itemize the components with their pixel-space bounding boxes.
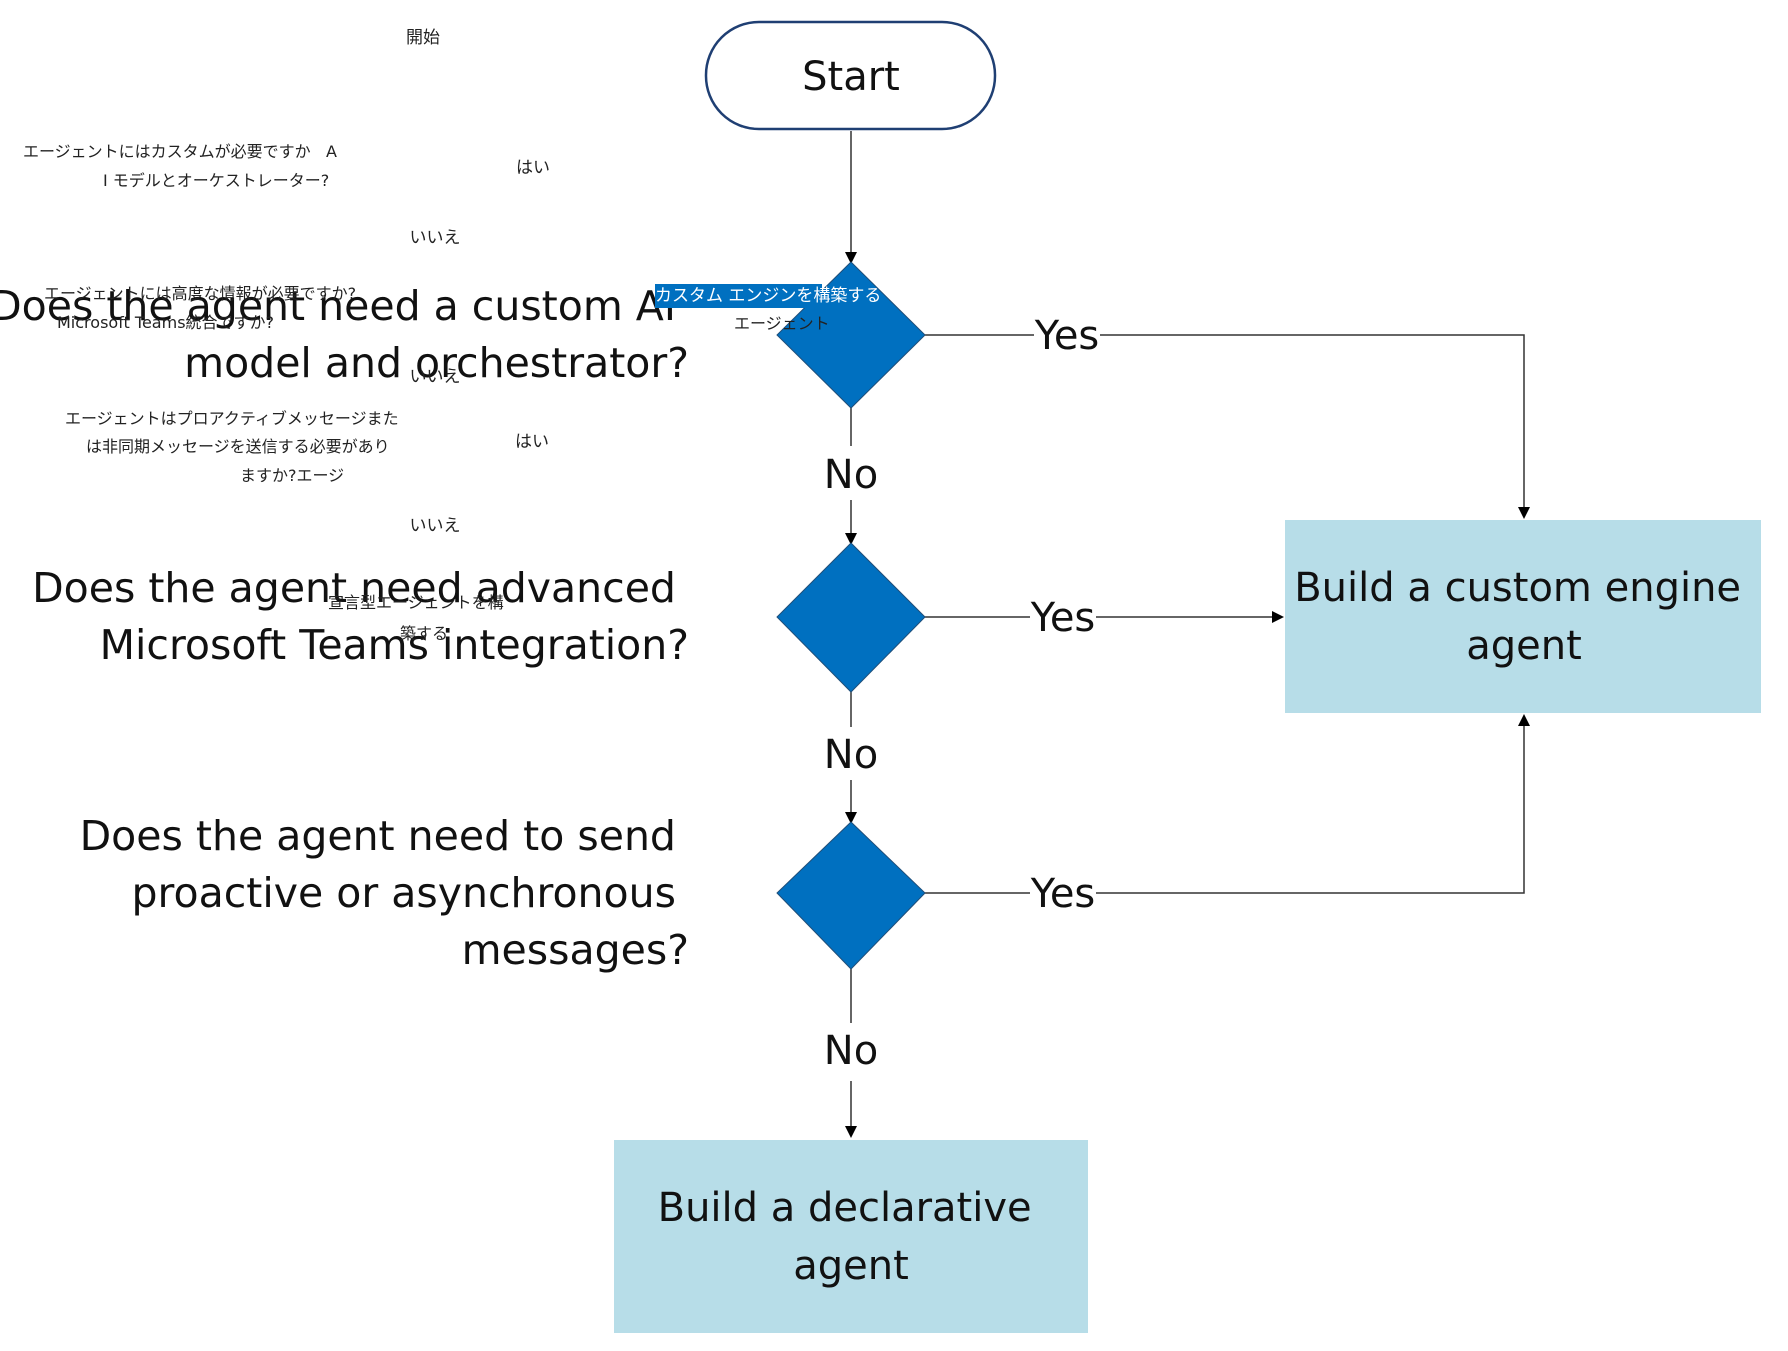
ja-q1-yes: はい [516,158,550,178]
q1-yes-arrow-tail [1100,334,1530,519]
svg-text:Does the agent need advanced: Does the agent need advanced Microsoft T… [32,564,689,669]
ja-declarative-line-2: 築する [400,624,448,643]
ja-start-label: 開始 [406,28,440,48]
ja-custom-outcome-line-2: エージェント [734,314,830,333]
ja-highlight-box [655,284,822,308]
question-3-line-3: messages? [462,926,689,974]
q3-yes-label: Yes [1030,871,1096,917]
question-3-line-2: proactive or asynchronous [132,869,676,917]
question-1: Does the agent need a custom AI model an… [0,282,689,387]
outcome-custom-engine: Build a custom engine agent [1285,520,1761,713]
q2-no-label: No [824,732,878,778]
question-1-line-1: Does the agent need a custom AI [0,282,676,330]
ja-q1-line-2: A [326,142,337,161]
ja-q2-line-1: エージェントには高度な情報が必要ですか? [44,284,356,303]
outcome-custom-line-2: agent [1466,623,1582,669]
ja-q3-no: いいえ [410,516,461,536]
ja-custom-outcome-line-1: カスタム エンジンを構築する [655,286,881,306]
ja-q1-no: いいえ [410,228,461,248]
ja-q3-yes: はい [515,432,549,452]
q3-no-label: No [824,1028,878,1074]
ja-q1-line-1: エージェントにはカスタムが必要ですか [23,142,311,161]
ja-q3-line-1: エージェントはプロアクティブメッセージまた [65,409,399,428]
ja-q3-line-2: は非同期メッセージを送信する必要があり [86,437,390,456]
outcome-declarative-line-1: Build a declarative [658,1185,1032,1231]
q3-yes-arrow-tail [1096,714,1530,894]
outcome-declarative-line-2: agent [793,1243,909,1289]
ja-q2-no: いいえ [410,367,461,387]
question-3: Does the agent need to send proactive or… [80,812,689,974]
start-terminal: Start [704,20,997,131]
outcome-declarative: Build a declarative agent [614,1140,1088,1333]
question-3-line-1: Does the agent need to send [80,812,676,860]
outcome-custom-line-1: Build a custom engine [1294,565,1741,611]
decision-diamond-2 [776,542,926,693]
ja-q1-line-3: I モデルとオーケストレーター? [103,171,329,190]
ja-declarative-line-1: 宣言型エージェントを構 [328,593,504,612]
ja-q3-line-3: ますか?エージ [240,466,344,485]
svg-text:Does the agent need to send: Does the agent need to send proactive or… [80,812,689,974]
svg-text:Does the agent need a custom A: Does the agent need a custom AI model an… [0,282,689,387]
svg-text:Build a custom engine ag: Build a custom engine agent [1294,565,1754,669]
svg-text:Build a declarative agen: Build a declarative agent [658,1185,1045,1289]
decision-diamond-3 [776,821,926,970]
ja-overlay: 開始 エージェントにはカスタムが必要ですか A I モデルとオーケストレーター?… [23,28,881,643]
question-1-line-2: model and orchestrator? [184,339,689,387]
question-2-line-2: Microsoft Teams integration? [100,621,689,669]
ja-q2-line-2: Microsoft Teams統合ですか? [57,313,274,332]
q1-yes-label: Yes [1034,313,1100,359]
q1-no-label: No [824,452,878,498]
decision-diamond-1 [776,261,926,409]
question-2: Does the agent need advanced Microsoft T… [32,564,689,669]
connectors [845,131,1530,1138]
question-2-line-1: Does the agent need advanced [32,564,676,612]
q2-yes-label: Yes [1030,595,1096,641]
start-label: Start [802,54,900,100]
